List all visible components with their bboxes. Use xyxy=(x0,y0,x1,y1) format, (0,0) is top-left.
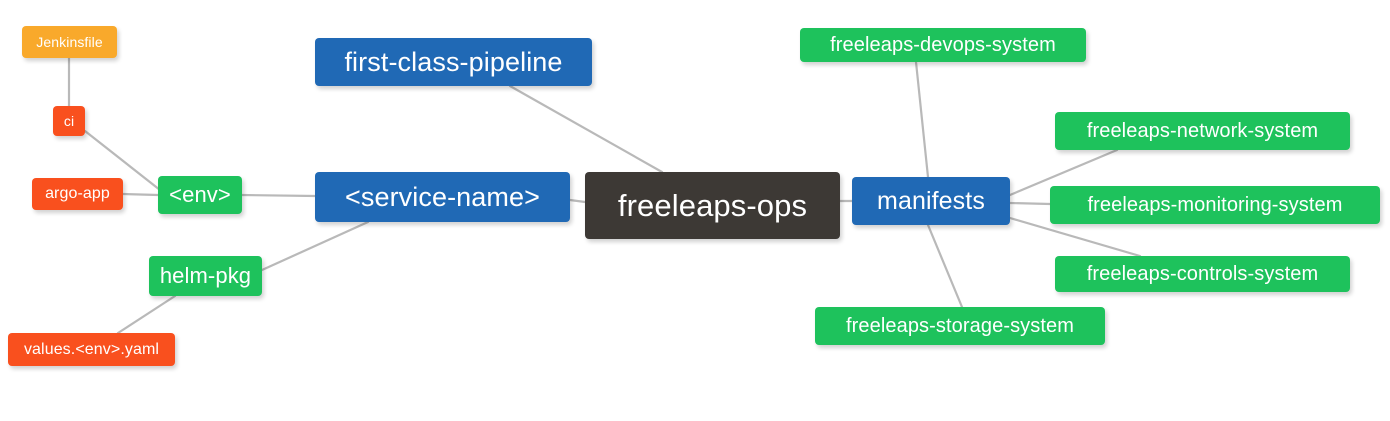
node-values-yaml[interactable]: values.<env>.yaml xyxy=(8,333,175,366)
node-freeleaps-network-system[interactable]: freeleaps-network-system xyxy=(1055,112,1350,150)
node-ci[interactable]: ci xyxy=(53,106,85,136)
node-helm-pkg[interactable]: helm-pkg xyxy=(149,256,262,296)
node-jenkinsfile[interactable]: Jenkinsfile xyxy=(22,26,117,58)
node-service-name[interactable]: <service-name> xyxy=(315,172,570,222)
edge-service-name-root xyxy=(568,198,587,204)
edge-manifests-monitoring-system xyxy=(1008,201,1052,206)
edge-manifests-devops-system xyxy=(914,60,930,179)
node-env[interactable]: <env> xyxy=(158,176,242,214)
edge-argo-app-env xyxy=(121,192,160,197)
edge-values-helm-pkg xyxy=(116,294,177,335)
node-freeleaps-ops[interactable]: freeleaps-ops xyxy=(585,172,840,239)
node-argo-app[interactable]: argo-app xyxy=(32,178,123,210)
node-freeleaps-devops-system[interactable]: freeleaps-devops-system xyxy=(800,28,1086,62)
node-first-class-pipeline[interactable]: first-class-pipeline xyxy=(315,38,592,86)
node-manifests[interactable]: manifests xyxy=(852,177,1010,225)
node-freeleaps-controls-system[interactable]: freeleaps-controls-system xyxy=(1055,256,1350,292)
edge-env-service-name xyxy=(240,193,317,198)
edge-manifests-storage-system xyxy=(926,223,964,309)
edge-first-class-pipeline-root xyxy=(508,84,664,174)
node-freeleaps-monitoring-system[interactable]: freeleaps-monitoring-system xyxy=(1050,186,1380,224)
node-freeleaps-storage-system[interactable]: freeleaps-storage-system xyxy=(815,307,1105,345)
edge-helm-pkg-service-name xyxy=(260,220,370,272)
